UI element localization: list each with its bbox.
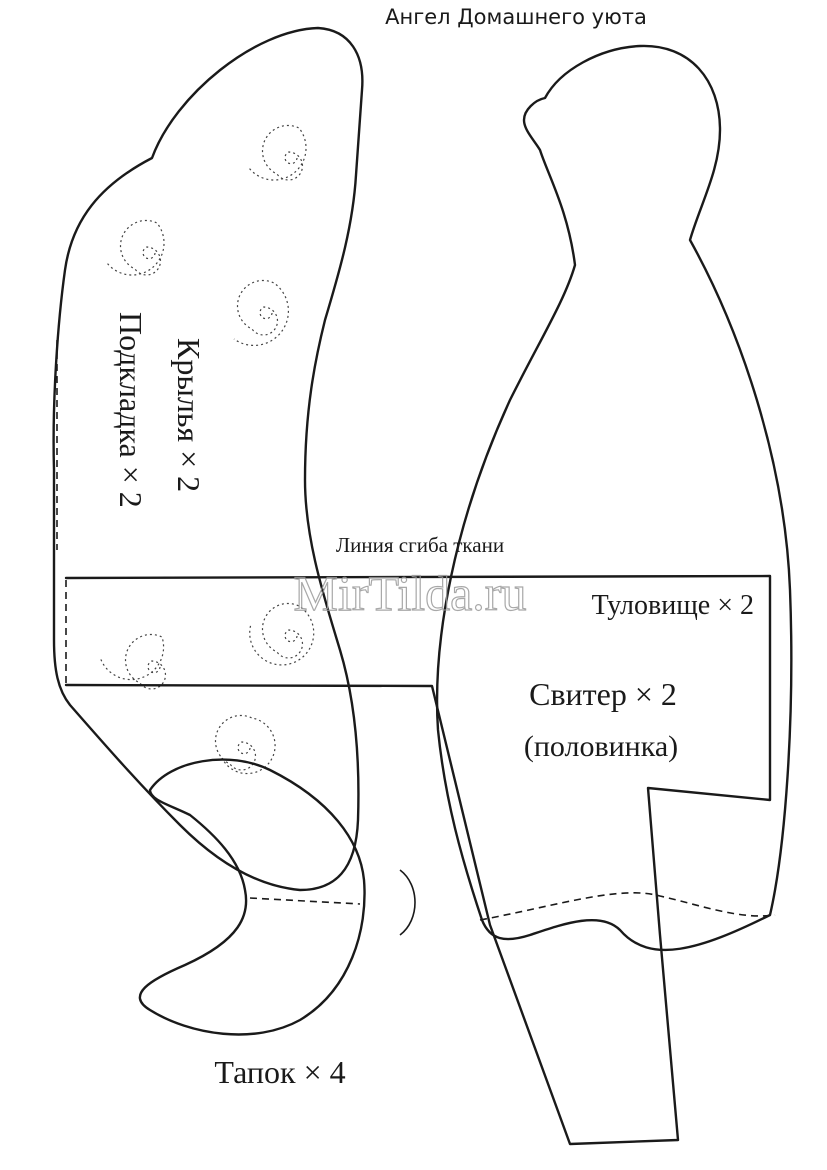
- body-label: Туловище × 2: [592, 590, 754, 621]
- page-title: Ангел Домашнего уюта: [385, 5, 647, 29]
- sweater-label: Свитер × 2: [529, 676, 677, 712]
- slipper-dashed-line: [249, 897, 361, 905]
- body-outline: [435, 44, 793, 952]
- watermark: MirTilda.ru: [294, 565, 527, 621]
- sweater-outline: [64, 574, 772, 1146]
- slipper-outline: [138, 758, 366, 1036]
- sweater-hem-dashed: [569, 1139, 679, 1145]
- fold-line-label: Линия сгиба ткани: [336, 533, 504, 557]
- wing-swirl-decorations: [99, 124, 315, 775]
- wings-label: Крылья × 2: [171, 338, 207, 492]
- slipper-label: Тапок × 4: [214, 1054, 345, 1090]
- sweater-half-label: (половинка): [524, 730, 678, 763]
- slipper-heel-arc: [399, 869, 416, 936]
- wing-outline: [52, 26, 364, 892]
- lining-label: Подкладка × 2: [113, 312, 149, 508]
- sweater-sleeve-dashed: [479, 892, 776, 921]
